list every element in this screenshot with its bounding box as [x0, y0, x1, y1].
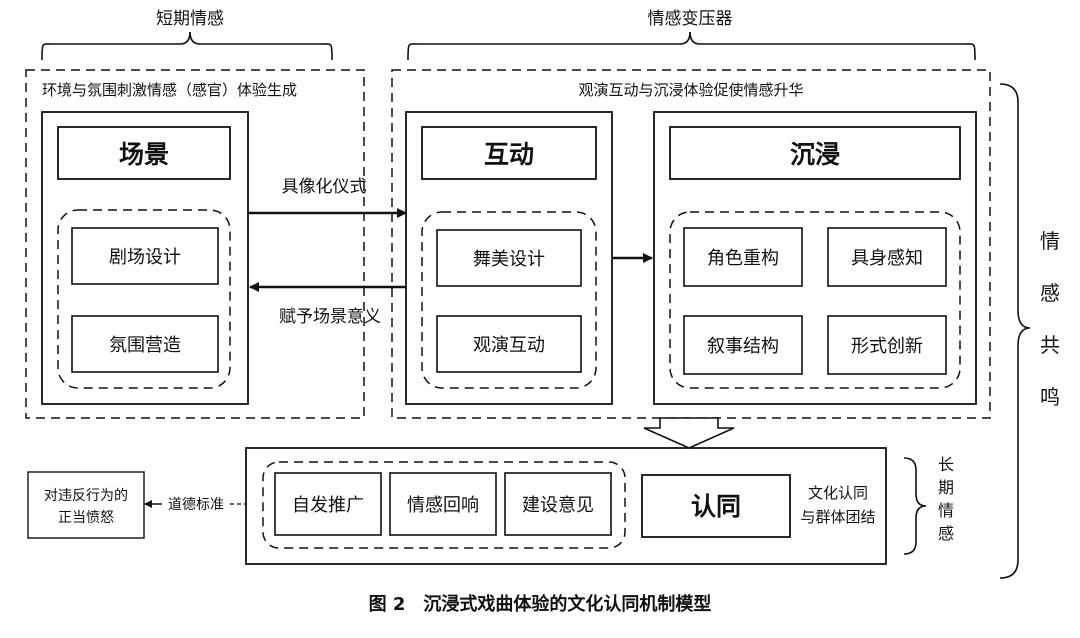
- outcome-box: [27, 471, 145, 539]
- resonance-char-1: 情: [1040, 229, 1060, 253]
- identity-box: [641, 474, 791, 538]
- emotional-echo-label: 情感回响: [407, 495, 479, 516]
- audience-interaction-label: 观演互动: [473, 335, 545, 356]
- immersion-box: [653, 111, 977, 405]
- immersion-title-box: [669, 126, 961, 180]
- narrative-structure-label: 叙事结构: [707, 336, 779, 357]
- suggestions-box: [504, 472, 612, 536]
- bottom-panel: [245, 447, 887, 565]
- long-term-char-2: 期: [938, 478, 954, 497]
- scene-dashed-group: [57, 209, 231, 389]
- backward-label: 赋予场景意义: [279, 307, 381, 327]
- theater-design-box: [71, 227, 219, 285]
- long-term-char-3: 情: [938, 501, 954, 520]
- resonance-char-4: 鸣: [1040, 385, 1060, 409]
- short-term-label: 短期情感: [156, 9, 224, 29]
- left-panel-caption: 环境与氛围刺激情感（感官）体验生成: [42, 81, 297, 99]
- stage-design-label: 舞美设计: [473, 249, 545, 270]
- moral-standard-label: 道德标准: [168, 497, 224, 513]
- transformer-label: 情感变压器: [648, 9, 733, 29]
- figure-caption: 图 2 沉浸式戏曲体验的文化认同机制模型: [369, 593, 712, 615]
- right-dashed-panel: [391, 69, 991, 419]
- right-panel-caption: 观演互动与沉浸体验促使情感升华: [578, 81, 803, 99]
- identity-title: 认同: [691, 492, 741, 521]
- form-innovation-label: 形式创新: [851, 336, 923, 357]
- interaction-title: 互动: [484, 140, 534, 169]
- suggestions-label: 建设意见: [522, 495, 594, 516]
- short-term-brace: [41, 31, 333, 61]
- outcome-line1: 对违反行为的: [44, 488, 128, 504]
- immersion-dashed-group: [669, 211, 961, 389]
- resonance-char-3: 共: [1040, 333, 1060, 357]
- scene-box: [41, 111, 249, 405]
- identity-note-line2: 与群体团结: [800, 508, 875, 526]
- embodied-perception-box: [827, 227, 947, 287]
- long-term-char-1: 长: [938, 455, 954, 474]
- down-hollow-arrow: [643, 417, 735, 449]
- role-reconstruction-box: [683, 227, 803, 287]
- transformer-brace: [407, 31, 976, 61]
- long-term-char-4: 感: [938, 524, 954, 543]
- long-term-brace: [903, 457, 927, 555]
- spontaneous-promotion-box: [274, 472, 382, 536]
- left-dashed-panel: [25, 69, 365, 419]
- stage-design-box: [436, 229, 582, 287]
- bottom-dashed-group: [262, 461, 626, 549]
- scene-title: 场景: [119, 140, 169, 169]
- outcome-line2: 正当愤怒: [58, 510, 114, 526]
- forward-label: 具像化仪式: [282, 177, 367, 197]
- spontaneous-promotion-label: 自发推广: [292, 495, 364, 516]
- atmosphere-label: 氛围营造: [109, 335, 181, 356]
- interaction-dashed-group: [421, 211, 597, 389]
- theater-design-label: 剧场设计: [109, 247, 181, 268]
- interaction-title-box: [421, 126, 597, 180]
- scene-title-box: [57, 126, 231, 180]
- emotional-echo-box: [389, 472, 497, 536]
- audience-interaction-box: [436, 315, 582, 373]
- immersion-title: 沉浸: [790, 140, 840, 169]
- narrative-structure-box: [683, 315, 803, 375]
- embodied-perception-label: 具身感知: [851, 248, 923, 269]
- form-innovation-box: [827, 315, 947, 375]
- resonance-brace: [999, 83, 1031, 579]
- role-reconstruction-label: 角色重构: [707, 248, 779, 269]
- atmosphere-box: [71, 315, 219, 373]
- resonance-char-2: 感: [1040, 281, 1060, 305]
- identity-note-line1: 文化认同: [808, 484, 868, 502]
